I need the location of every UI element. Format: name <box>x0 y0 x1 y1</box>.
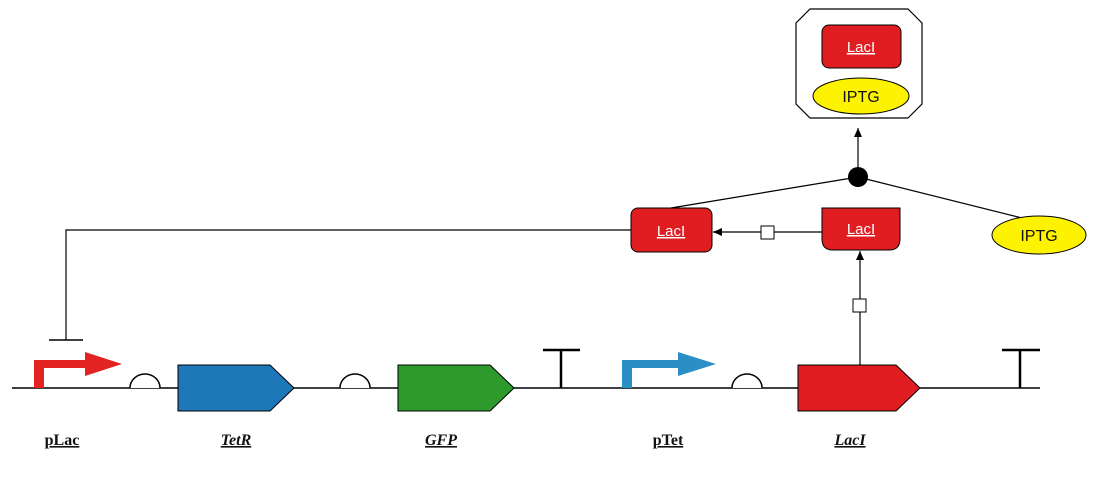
rbs-icon-3 <box>731 373 763 389</box>
species-laci-translated-label: LacI <box>847 221 875 238</box>
cds-gfp-icon <box>397 364 515 412</box>
complex-iptg-member-label: IPTG <box>842 89 879 106</box>
terminator-icon-1 <box>543 348 580 388</box>
cds-laci-icon <box>797 364 921 412</box>
promoter-ptet-icon <box>622 352 716 388</box>
rbs-icon-2 <box>339 373 371 389</box>
association-line-laci <box>670 176 859 209</box>
process-node-icon-conversion <box>760 225 775 240</box>
label-tetr: TetR <box>221 432 252 449</box>
complex-laci-member-label: LacI <box>847 39 875 56</box>
rbs-icon-1 <box>129 373 161 389</box>
species-iptg-free-label: IPTG <box>1020 228 1057 245</box>
species-laci-active[interactable] <box>630 207 713 253</box>
label-ptet: pTet <box>653 432 684 449</box>
terminator-icon-2 <box>1002 348 1040 388</box>
label-gfp: GFP <box>425 432 457 449</box>
promoter-plac-icon <box>34 352 122 388</box>
species-iptg-free[interactable] <box>991 215 1087 255</box>
association-dot-icon <box>848 167 868 187</box>
species-laci-translated[interactable] <box>821 207 901 251</box>
process-node-icon-translation <box>852 298 867 313</box>
association-line-iptg <box>857 176 1039 223</box>
species-laci-active-label: LacI <box>657 223 685 240</box>
label-plac: pLac <box>45 432 80 449</box>
repression-arc <box>65 229 631 340</box>
label-laci-gene: LacI <box>833 432 866 449</box>
cds-tetr-icon <box>177 364 295 412</box>
complex-laci-member <box>821 24 902 69</box>
complex-iptg-member <box>812 77 910 115</box>
